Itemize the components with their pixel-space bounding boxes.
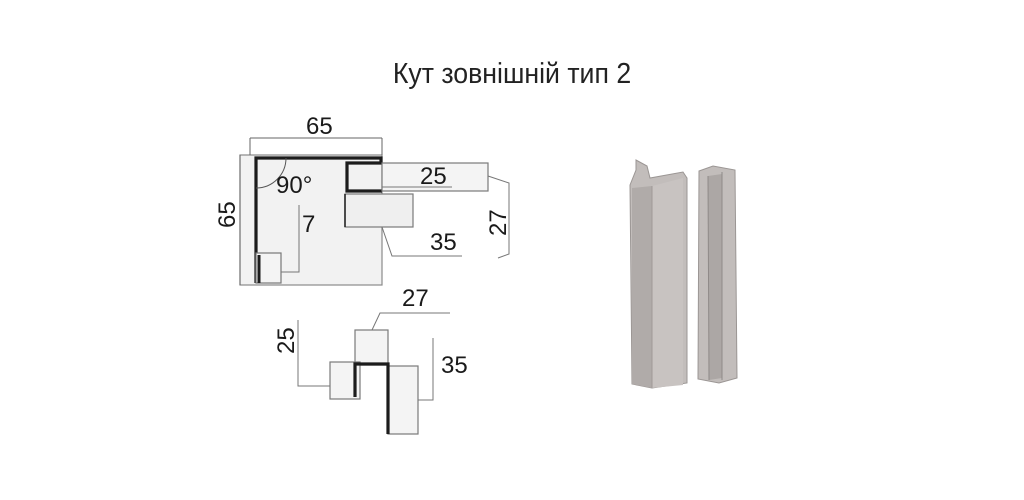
- plan-slot-lower: [344, 193, 414, 228]
- label-flange-35: 35: [430, 229, 457, 256]
- label-section-35: 35: [441, 352, 468, 379]
- angle-arc: [255, 157, 287, 189]
- label-hook-7: 7: [302, 211, 315, 238]
- section-top-block: [354, 329, 389, 366]
- section-profile: [353, 362, 390, 434]
- label-slot-27: 27: [485, 209, 512, 236]
- product-illustration: [629, 159, 738, 389]
- label-section-27: 27: [402, 285, 429, 312]
- label-section-25: 25: [273, 327, 300, 354]
- section-right-block: [387, 365, 419, 435]
- plan-slot-top: [381, 162, 489, 192]
- label-width-65: 65: [306, 113, 333, 140]
- label-height-65: 65: [214, 201, 241, 228]
- plan-profile-L: [254, 156, 383, 283]
- plan-view: 65 65 90° 7 25 27 35: [214, 113, 512, 286]
- label-slot-25: 25: [420, 163, 447, 190]
- section-view: 27 25 35: [273, 285, 468, 435]
- diagram-title: Кут зовнішній тип 2: [392, 58, 632, 90]
- label-angle-90: 90°: [276, 172, 312, 199]
